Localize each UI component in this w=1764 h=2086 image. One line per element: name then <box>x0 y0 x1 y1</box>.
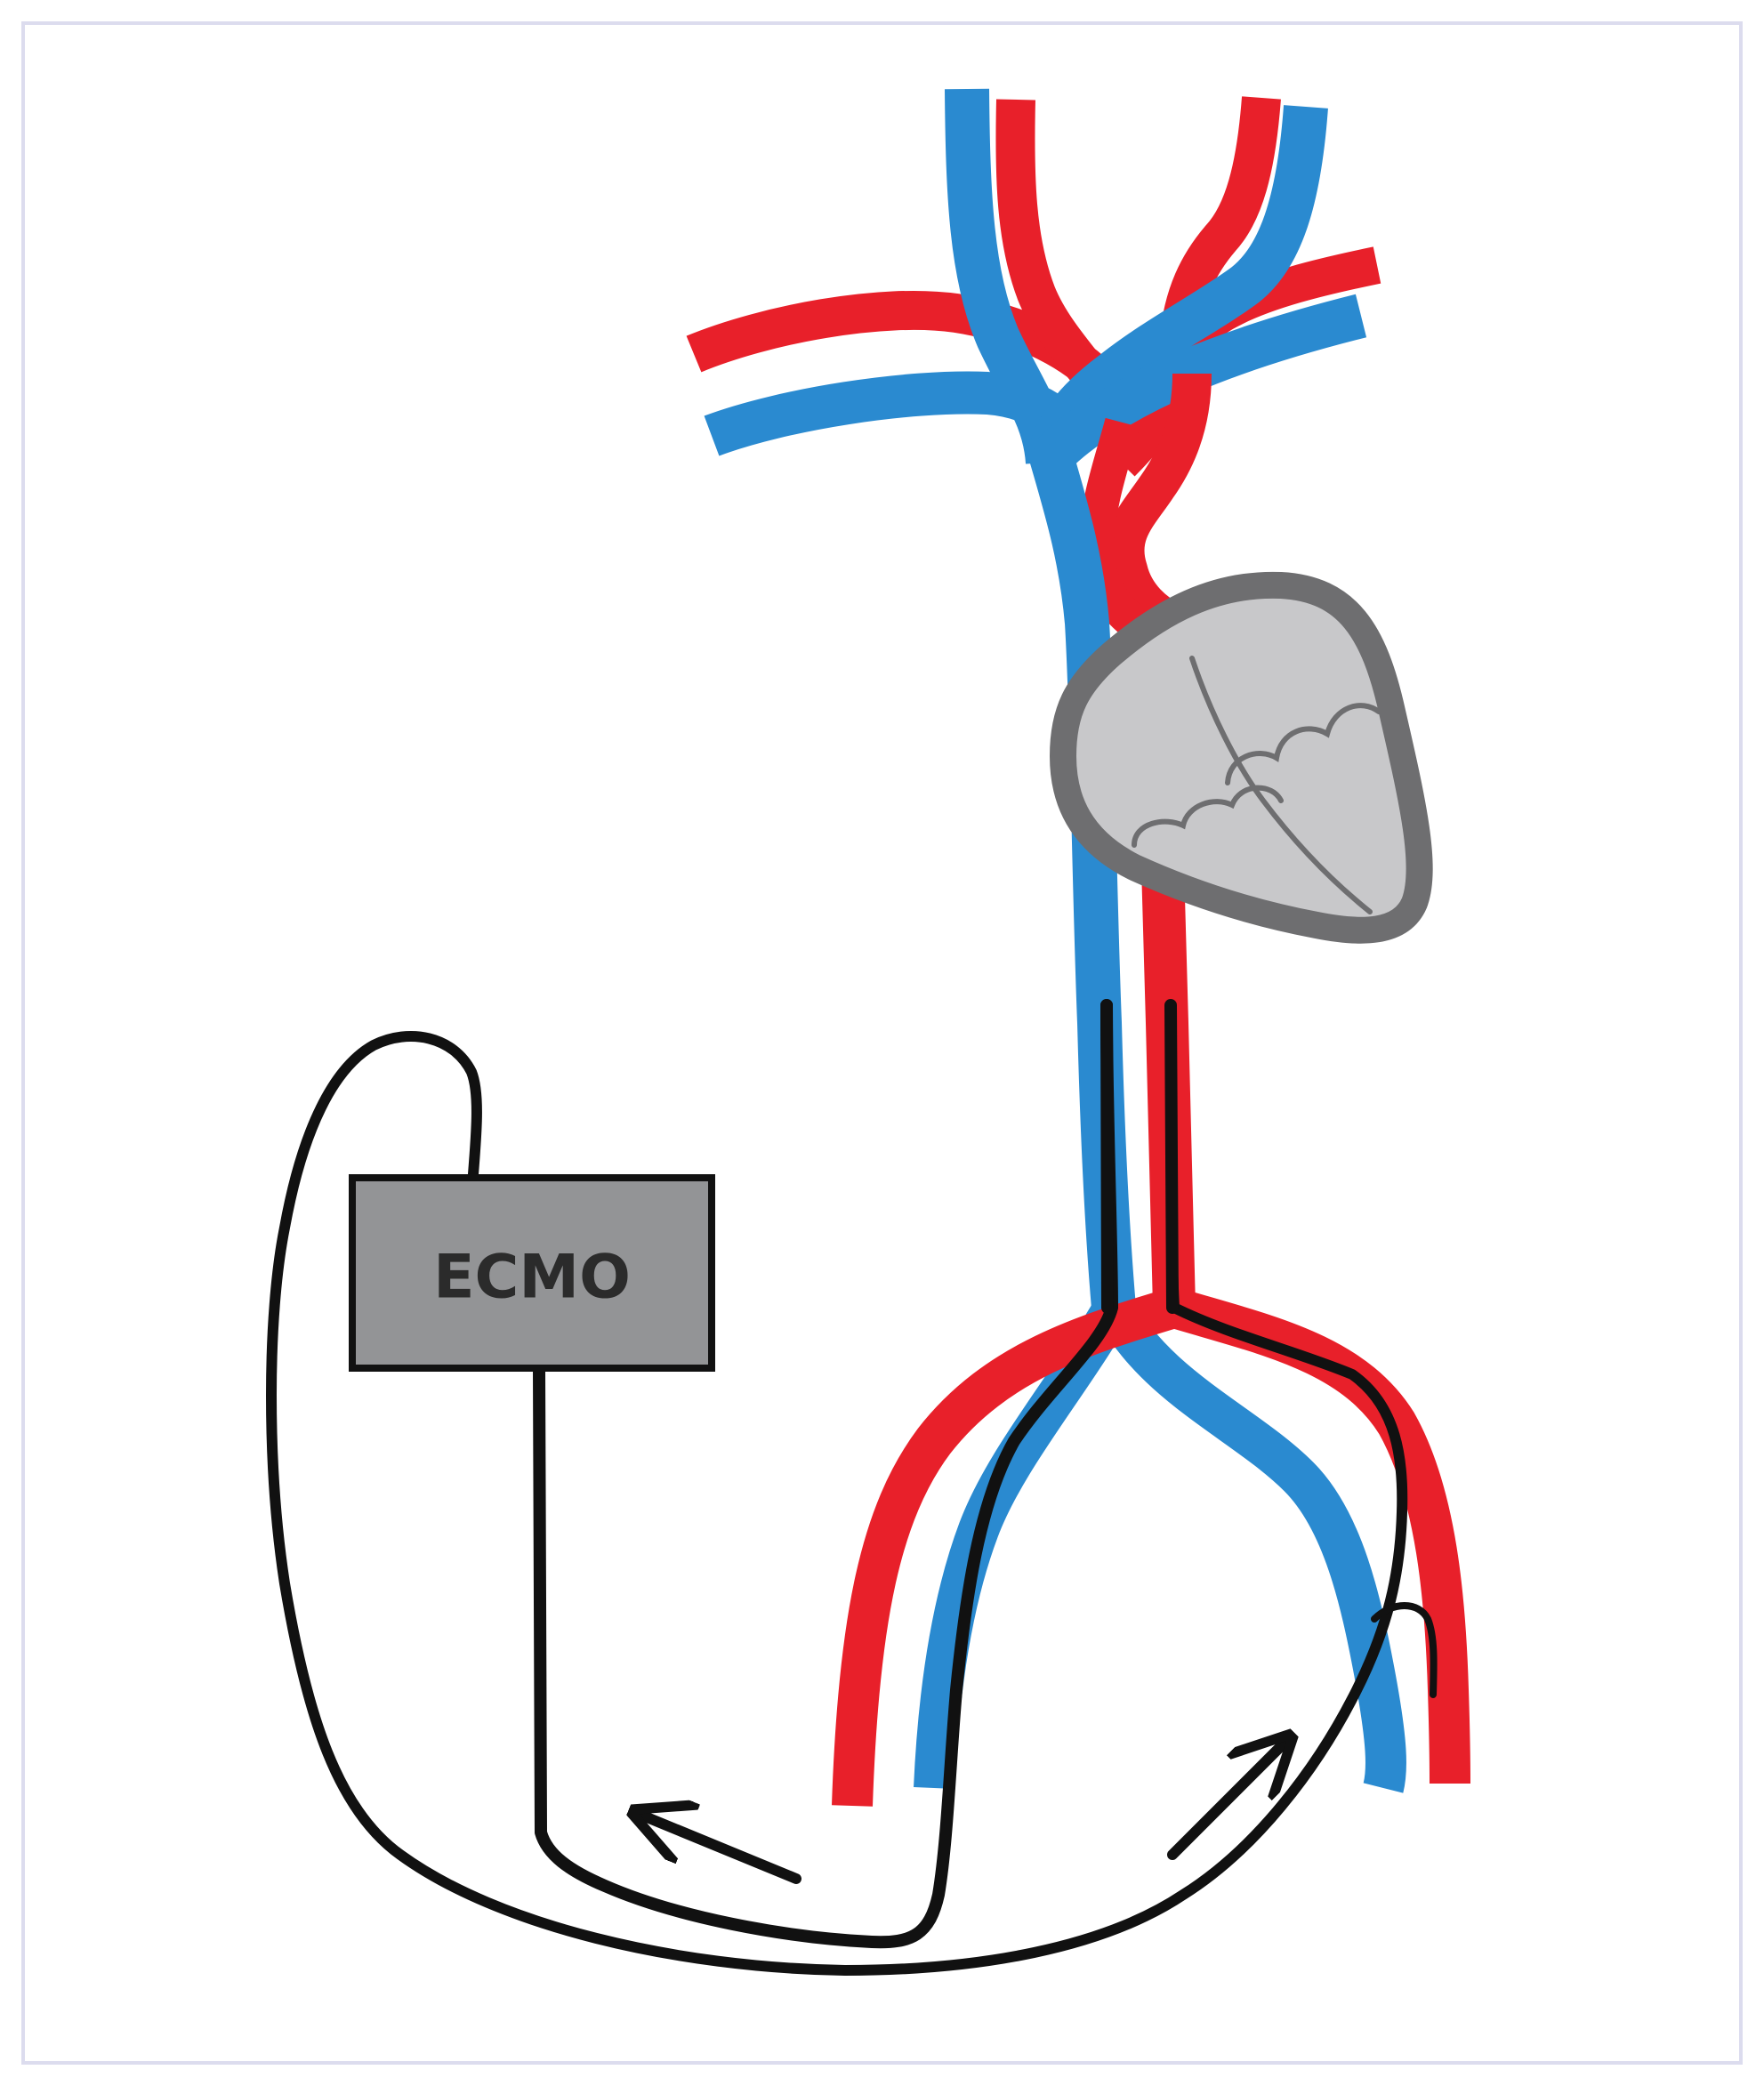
ecmo-label: ECMO <box>433 1243 631 1313</box>
heart-septum-line <box>1189 656 1373 914</box>
heart-vessel-line-2 <box>1225 703 1381 785</box>
arterial-cannula-tip <box>1164 999 1179 1314</box>
ecmo-device: ECMO <box>349 1174 715 1372</box>
venous-cannula-tip <box>1100 999 1114 1314</box>
return-cannula <box>266 1000 1408 1976</box>
circuit <box>266 999 1438 1976</box>
flow-arrow-icon <box>640 1815 801 1884</box>
vessels <box>686 88 1470 1807</box>
heart-icon <box>1050 571 1433 944</box>
heart-vessel-line-1 <box>1132 785 1284 848</box>
left-femoral-artery <box>832 1287 1180 1807</box>
left-jugular-vein <box>945 88 1070 465</box>
ecmo-box <box>349 1174 715 1372</box>
right-femoral-artery <box>1168 1287 1470 1784</box>
right-brachiocephalic-vein <box>1038 294 1367 470</box>
right-femoral-vein <box>1095 1297 1406 1793</box>
flow-arrow-icon <box>1167 1742 1285 1860</box>
aortic-arch <box>1105 373 1212 641</box>
distal-perfusion-catheter <box>1371 1602 1438 1698</box>
